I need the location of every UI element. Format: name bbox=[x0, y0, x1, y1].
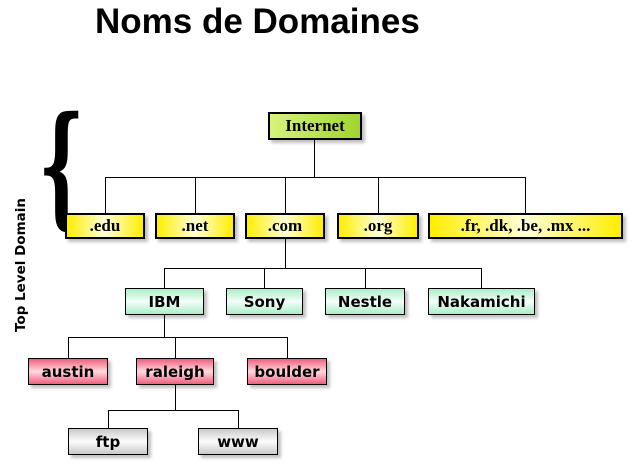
connector-to-austin bbox=[68, 337, 69, 358]
connector-ibm-horizontal bbox=[68, 337, 287, 338]
top-level-domain-label: Top Level Domain bbox=[13, 198, 29, 332]
node-edu: .edu bbox=[65, 213, 145, 239]
connector-to-net bbox=[195, 177, 196, 213]
curly-brace: { bbox=[38, 88, 85, 243]
connector-ibm-down bbox=[164, 315, 165, 337]
connector-raleigh-down bbox=[175, 385, 176, 410]
node-net: .net bbox=[155, 213, 235, 239]
node-nakamichi: Nakamichi bbox=[428, 288, 535, 315]
connector-to-edu bbox=[105, 177, 106, 213]
connector-internet-down bbox=[314, 140, 315, 177]
node-ftp: ftp bbox=[68, 428, 148, 455]
connector-to-intl bbox=[525, 177, 526, 213]
node-sony: Sony bbox=[226, 288, 303, 315]
connector-to-ftp bbox=[108, 410, 109, 428]
node-boulder: boulder bbox=[247, 358, 327, 385]
node-intl-tlds: .fr, .dk, .be, .mx ... bbox=[428, 213, 623, 239]
connector-to-ibm bbox=[164, 268, 165, 288]
node-nestle: Nestle bbox=[325, 288, 405, 315]
connector-to-www bbox=[238, 410, 239, 428]
connector-raleigh-horizontal bbox=[108, 410, 238, 411]
node-internet: Internet bbox=[268, 112, 362, 140]
connector-com-down bbox=[285, 239, 286, 268]
node-austin: austin bbox=[28, 358, 108, 385]
node-com: .com bbox=[245, 213, 325, 239]
node-org: .org bbox=[337, 213, 419, 239]
connector-to-org bbox=[378, 177, 379, 213]
connector-to-raleigh bbox=[175, 337, 176, 358]
connector-to-nakamichi bbox=[481, 268, 482, 288]
connector-tld-horizontal bbox=[105, 177, 525, 178]
node-www: www bbox=[198, 428, 278, 455]
node-raleigh: raleigh bbox=[136, 358, 214, 385]
connector-to-sony bbox=[264, 268, 265, 288]
connector-to-nestle bbox=[365, 268, 366, 288]
page-title: Noms de Domaines bbox=[95, 2, 420, 41]
connector-com-horizontal bbox=[164, 268, 481, 269]
connector-to-com bbox=[285, 177, 286, 213]
connector-to-boulder bbox=[287, 337, 288, 358]
node-ibm: IBM bbox=[125, 288, 204, 315]
